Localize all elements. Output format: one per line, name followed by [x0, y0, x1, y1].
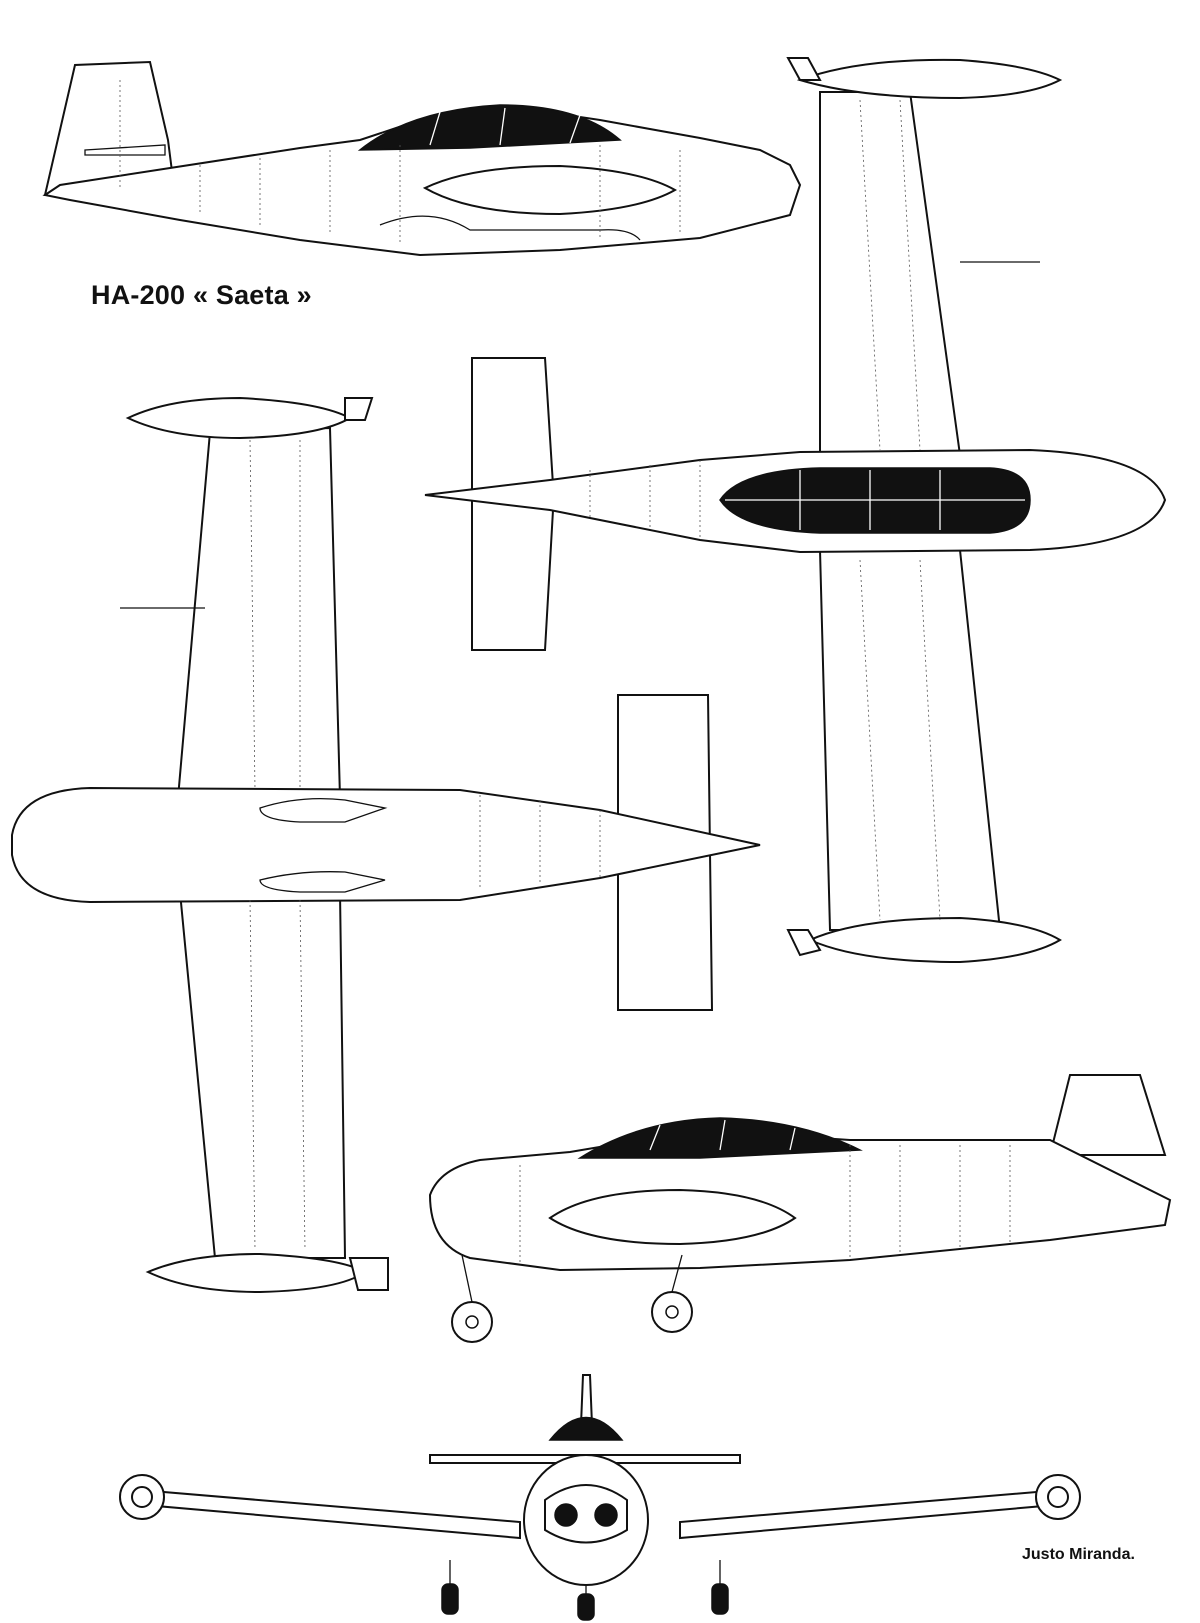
- artist-credit: Justo Miranda.: [1022, 1546, 1135, 1563]
- plan-view-underside: [11, 396, 761, 1294]
- side-view-top: [42, 60, 802, 257]
- drawing-title: HA-200 « Saeta »: [91, 280, 312, 310]
- side-view-gear-down: [428, 1074, 1172, 1343]
- front-view: [119, 1374, 1081, 1621]
- plan-view-top-right: [424, 57, 1167, 964]
